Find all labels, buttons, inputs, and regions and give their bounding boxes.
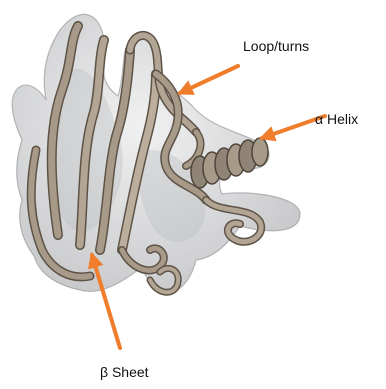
alpha-helix-label: α Helix xyxy=(315,111,358,127)
loop-turns-label: Loop/turns xyxy=(243,38,309,54)
loop-turns-arrow xyxy=(180,66,238,93)
beta-sheet-label: β Sheet xyxy=(100,364,149,380)
